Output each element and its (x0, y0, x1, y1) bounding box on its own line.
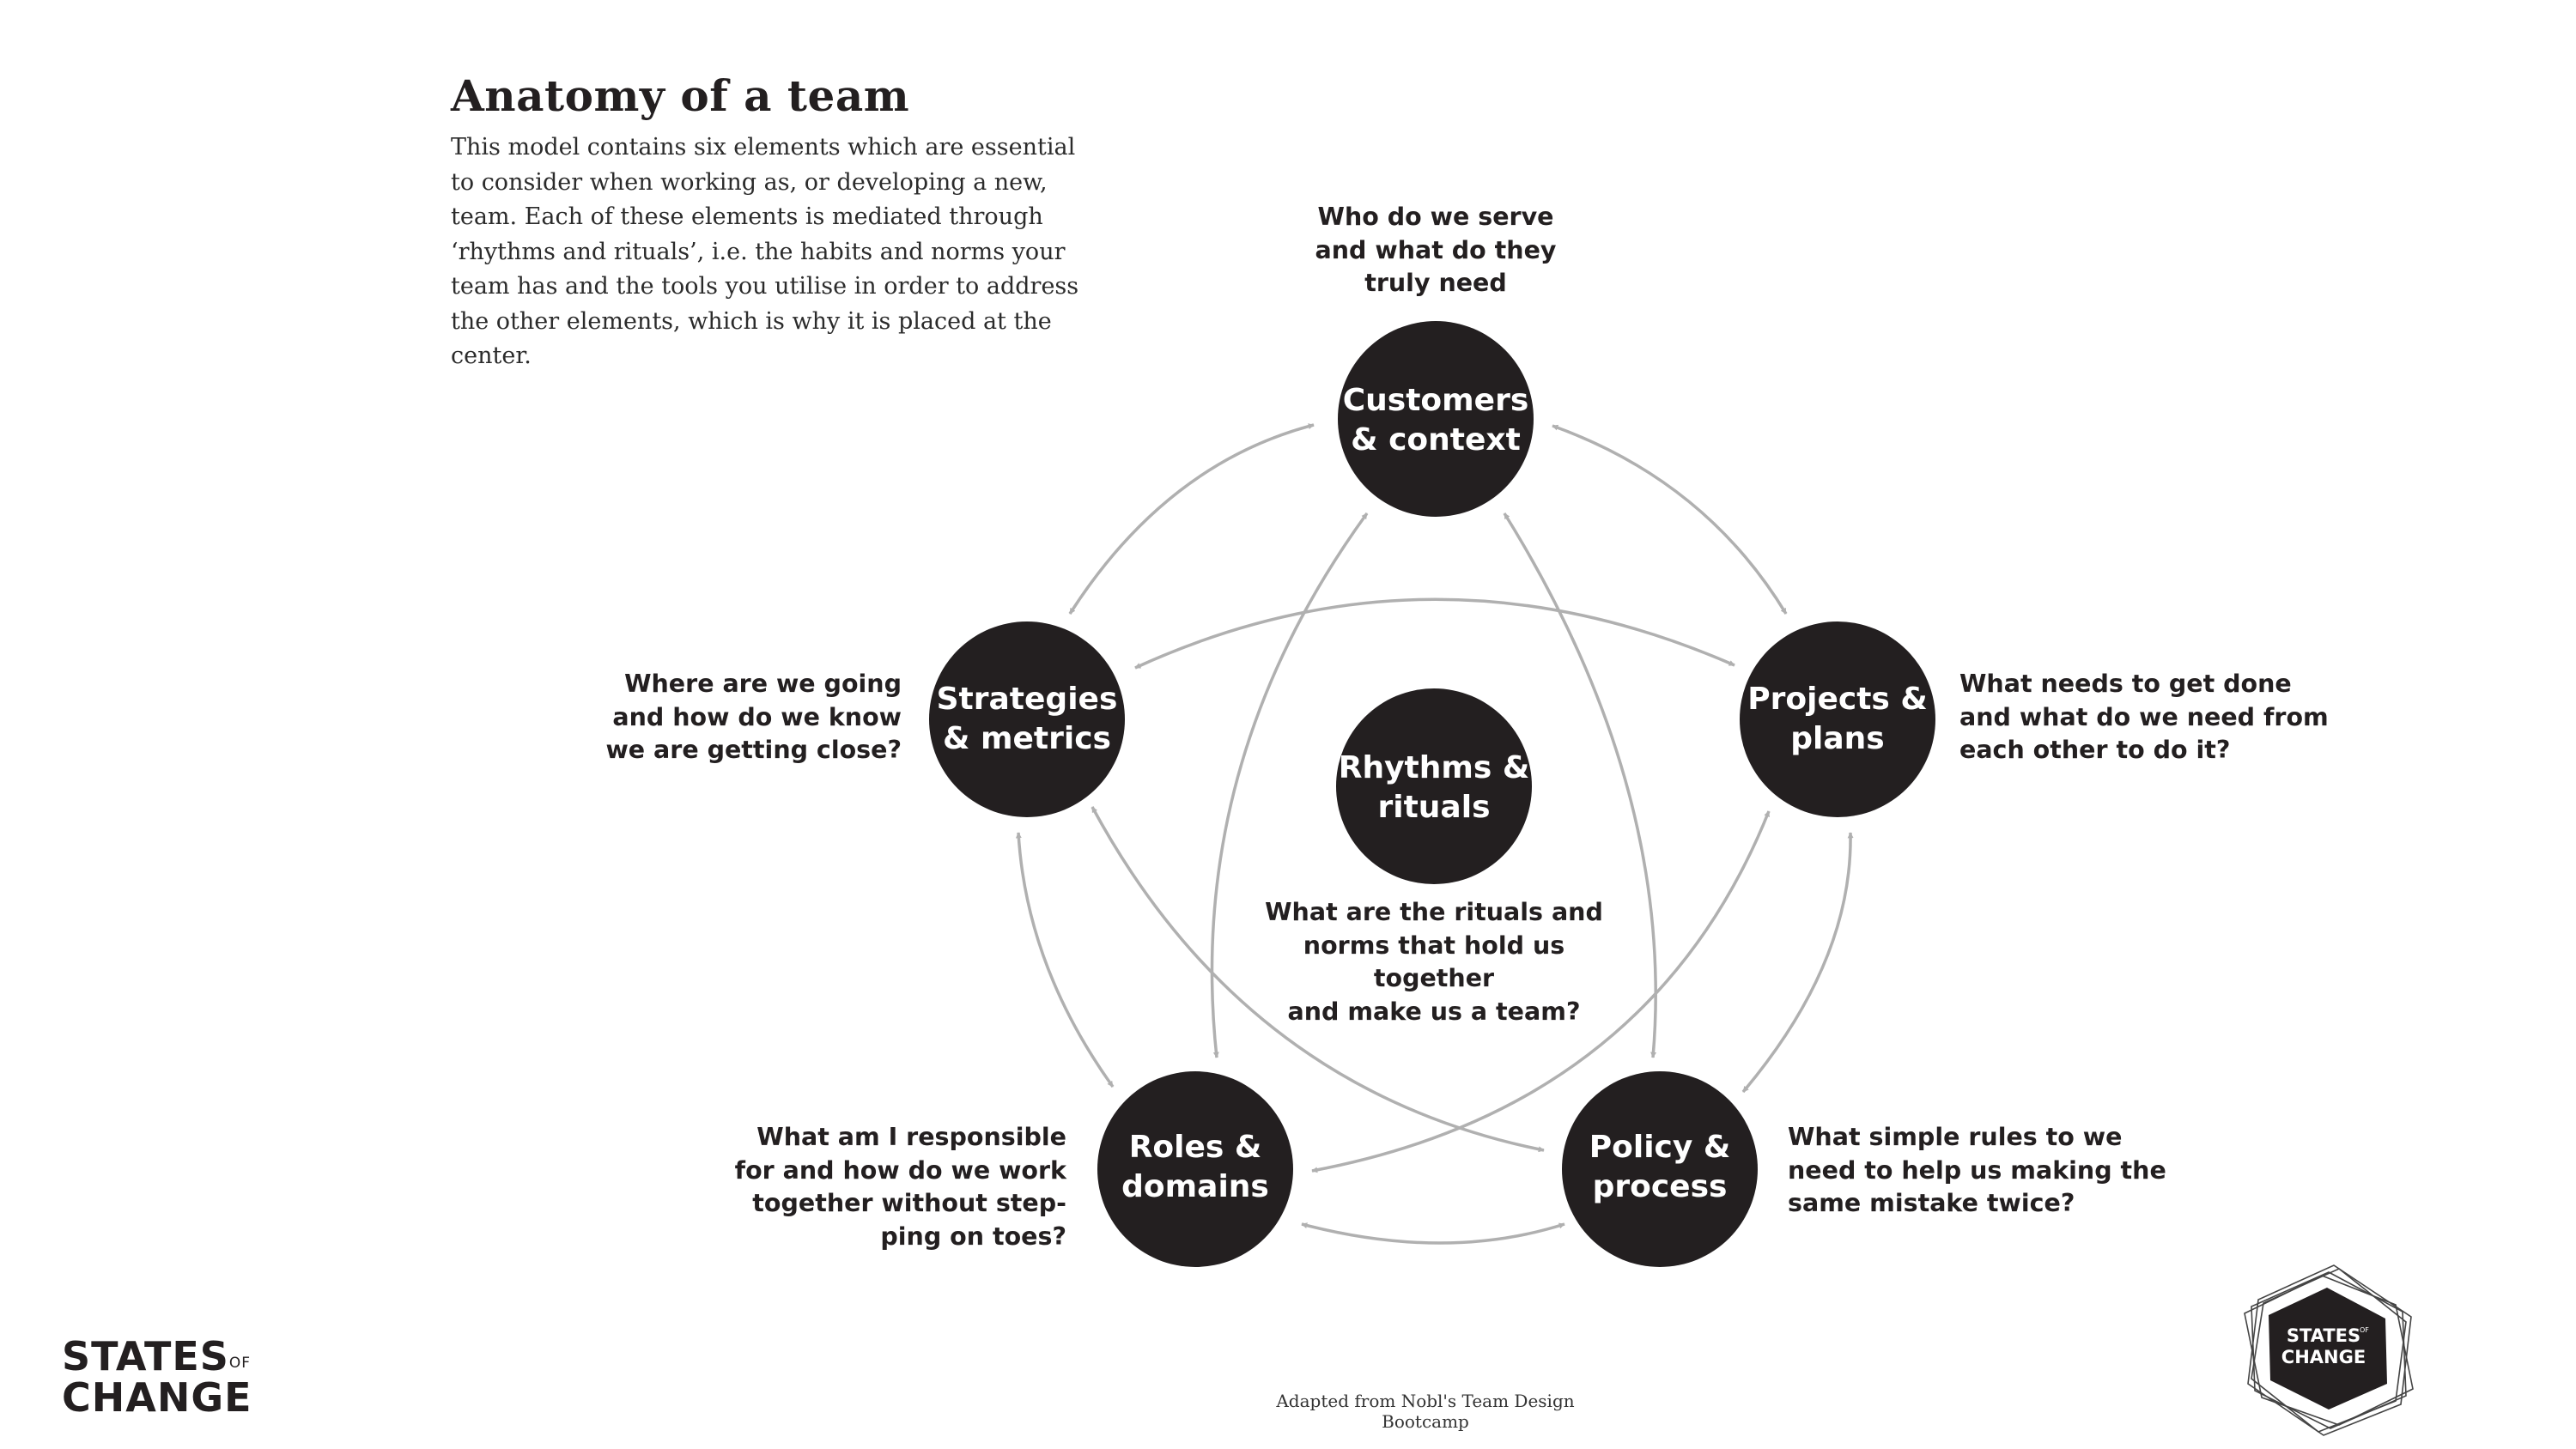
arrow-projects-roles (1311, 810, 1771, 1173)
arrow-customers-projects (1552, 424, 1788, 615)
question-rhythms: What are the rituals and norms that hold… (1265, 898, 1603, 1026)
question-projects: What needs to get done and what do we ne… (1959, 670, 2329, 764)
svg-text:domains: domains (1121, 1169, 1269, 1204)
arrow-strategies-projects (1134, 597, 1735, 670)
svg-text:Rhythms &: Rhythms & (1339, 750, 1530, 785)
svg-text:rituals: rituals (1378, 790, 1491, 825)
svg-text:plans: plans (1790, 721, 1884, 756)
node-customers-context: Customers & context (1338, 321, 1534, 517)
svg-text:& metrics: & metrics (943, 721, 1111, 756)
node-strategies-metrics: Strategies & metrics (929, 621, 1125, 817)
svg-text:CHANGE: CHANGE (2281, 1347, 2366, 1367)
question-policy: What simple rules to we need to help us … (1788, 1123, 2166, 1217)
svg-text:process: process (1593, 1169, 1728, 1204)
diagram-title: Anatomy of a team (451, 70, 910, 121)
intro-paragraph: This model contains six elements which a… (451, 134, 1079, 369)
node-rhythms-rituals: Rhythms & rituals (1336, 688, 1532, 884)
svg-text:Policy &: Policy & (1589, 1130, 1731, 1165)
node-projects-plans: Projects & plans (1740, 621, 1935, 817)
question-customers: Who do we serve and what do they truly n… (1315, 203, 1557, 297)
arrow-roles-strategies (1015, 832, 1115, 1088)
arrow-projects-policy (1741, 832, 1854, 1094)
svg-text:Roles &: Roles & (1129, 1130, 1262, 1165)
svg-text:STATES: STATES (2287, 1325, 2360, 1346)
svg-text:& context: & context (1351, 422, 1521, 458)
brand-badge: STATES OF CHANGE (2244, 1264, 2414, 1436)
svg-text:Strategies: Strategies (937, 682, 1118, 717)
svg-text:Customers: Customers (1343, 383, 1529, 418)
brand-logo: STATESOF CHANGE (62, 1333, 252, 1421)
node-policy-process: Policy & process (1562, 1071, 1758, 1267)
arrow-policy-roles (1301, 1222, 1565, 1245)
question-strategies: Where are we going and how do we know we… (605, 670, 902, 764)
svg-text:OF: OF (2360, 1326, 2369, 1334)
question-roles: What am I responsible for and how do we … (734, 1123, 1066, 1251)
arrow-strategies-customers (1068, 423, 1315, 615)
credit-caption: Adapted from Nobl's Team Design Bootcamp (1276, 1391, 1575, 1432)
svg-text:Projects &: Projects & (1747, 682, 1928, 717)
node-roles-domains: Roles & domains (1097, 1071, 1293, 1267)
